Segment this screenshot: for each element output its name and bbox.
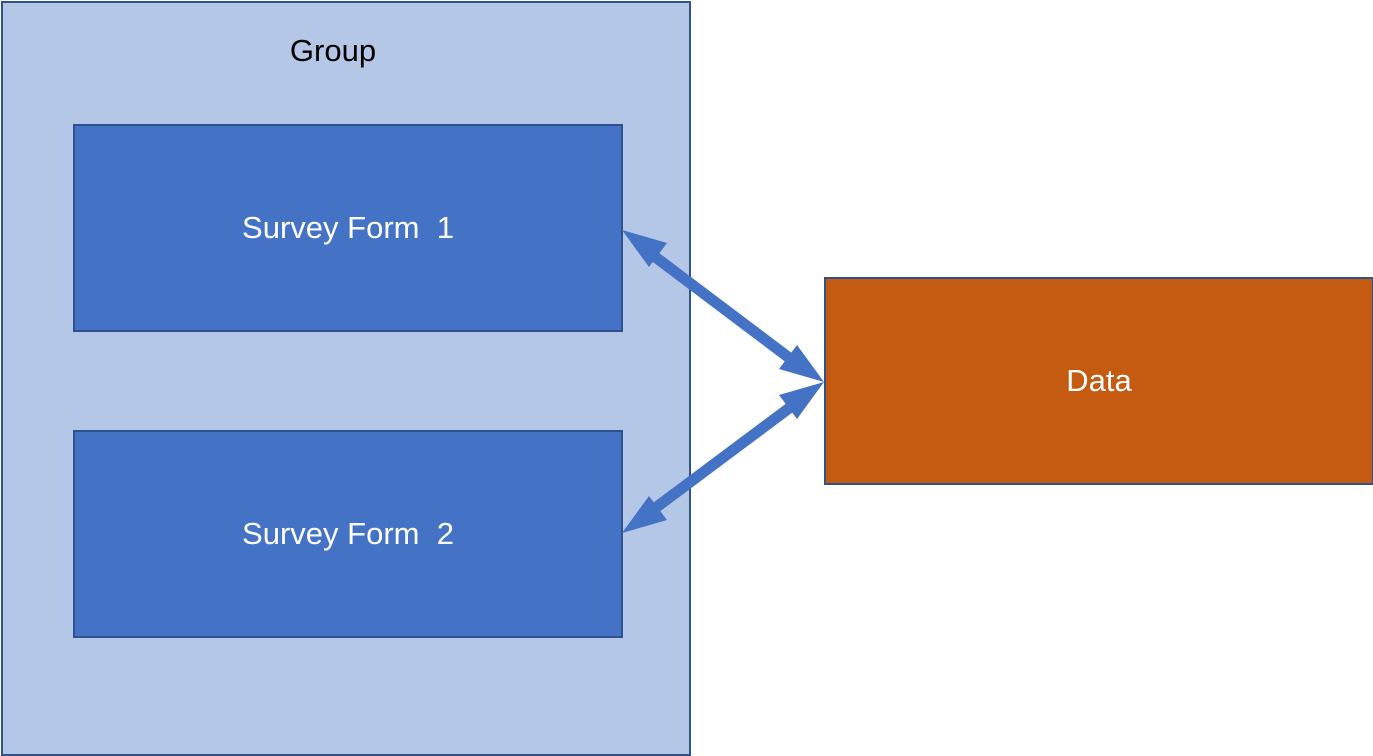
survey-form-1-label: Survey Form 1 [242,210,454,245]
arrowhead-data-bottom [779,382,824,419]
data-label: Data [1066,363,1132,398]
arrowhead-data-top [779,345,824,382]
survey-form-2-box: Survey Form 2 [73,430,623,638]
group-container: Group [1,1,691,756]
data-box: Data [824,277,1373,485]
group-title: Group [289,33,377,68]
survey-form-2-label: Survey Form 2 [242,516,454,551]
survey-form-1-box: Survey Form 1 [73,124,623,332]
